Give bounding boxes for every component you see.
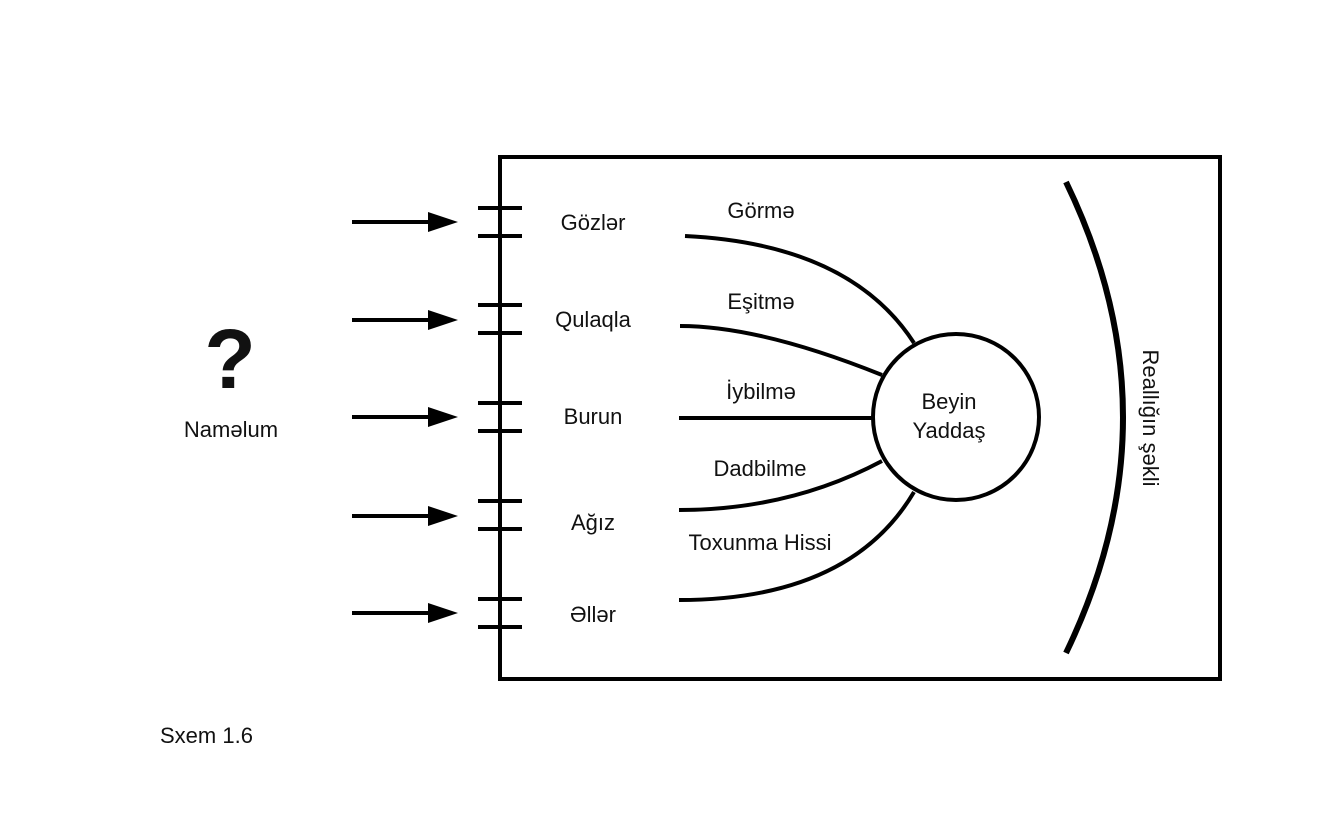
sense-gates <box>478 157 522 679</box>
arrow-qulaqla <box>352 310 458 330</box>
sense-label-dadbilme: Dadbilme <box>714 456 807 481</box>
sense-pathways <box>678 234 916 602</box>
pathway-gorme <box>684 234 916 345</box>
arrow-eller <box>352 603 458 623</box>
pathway-esitme <box>679 324 883 377</box>
pathway-dadbilme <box>678 459 883 512</box>
organ-label-burun: Burun <box>564 404 623 429</box>
sense-label-esitme: Eşitmə <box>727 289 794 314</box>
question-mark: ? <box>204 312 255 406</box>
organ-label-agiz: Ağız <box>571 510 615 535</box>
organ-label-gozler: Gözlər <box>561 210 626 235</box>
sense-label-gorme: Görmə <box>727 198 794 223</box>
arrow-burun <box>352 407 458 427</box>
figure-caption: Sxem 1.6 <box>160 723 253 748</box>
unknown-label: Naməlum <box>184 417 278 442</box>
brain-label-line2: Yaddaş <box>913 418 986 443</box>
reality-label: Reallığın şəkli <box>1138 350 1163 487</box>
sense-label-iybilme: İybilmə <box>726 379 796 404</box>
pathway-toxunma <box>678 490 916 602</box>
brain-label-line1: Beyin <box>921 389 976 414</box>
input-arrows <box>352 212 458 623</box>
reality-arc <box>1063 180 1126 655</box>
sense-label-toxunma: Toxunma Hissi <box>688 530 831 555</box>
brain-circle <box>871 332 1041 502</box>
arrow-gozler <box>352 212 458 232</box>
arrow-agiz <box>352 506 458 526</box>
organ-label-qulaqla: Qulaqla <box>555 307 632 332</box>
organ-label-eller: Əllər <box>570 602 616 627</box>
outer-frame <box>498 155 1222 681</box>
